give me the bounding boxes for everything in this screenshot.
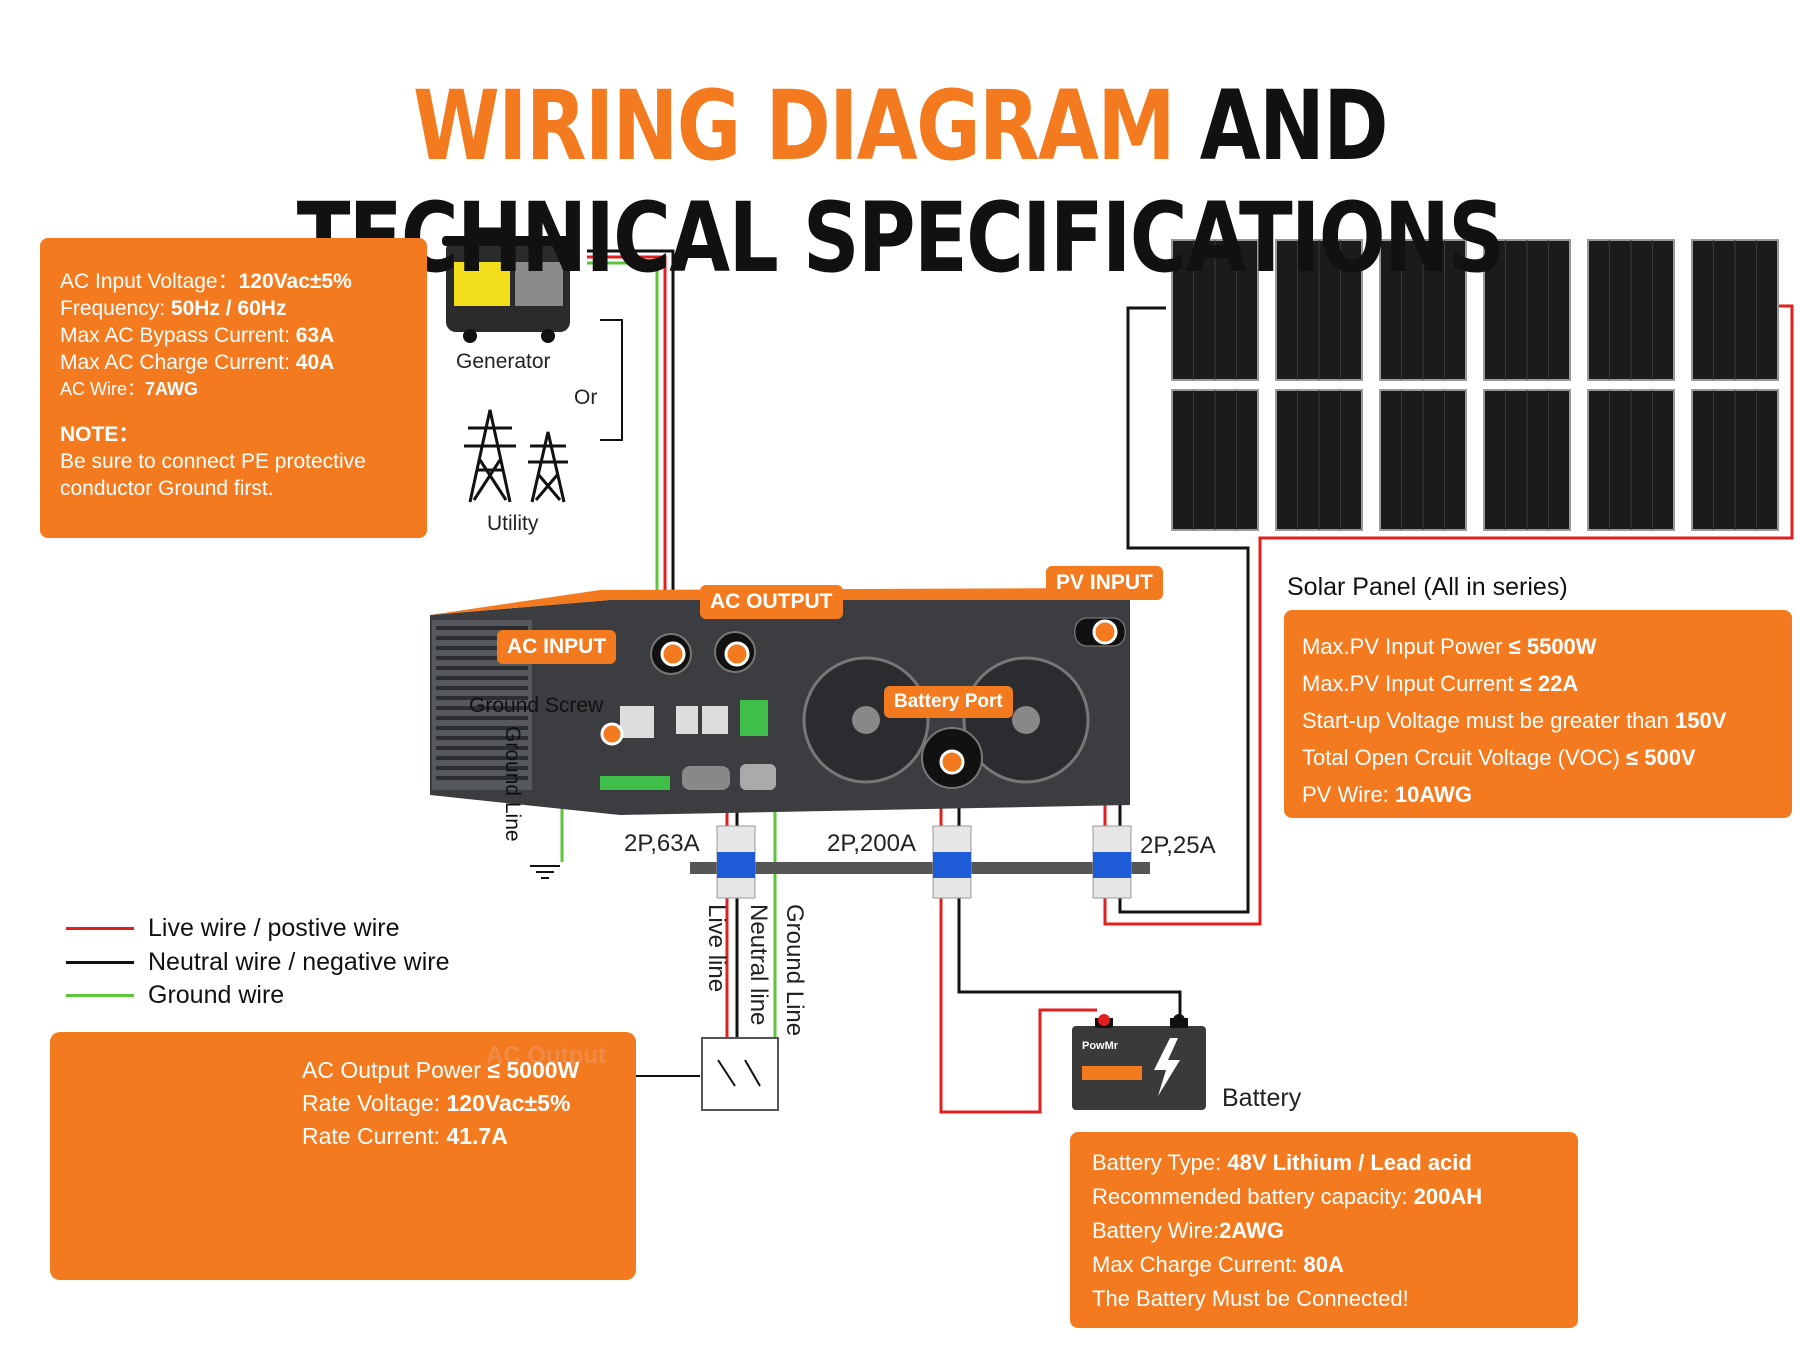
battery-label: Battery (1222, 1084, 1302, 1112)
live-line-label: Live line (703, 904, 730, 993)
note-title: NOTE： (60, 423, 140, 446)
battery-brand: PowMr (1082, 1040, 1119, 1052)
generator-label: Generator (456, 350, 551, 373)
battery-port-tag: Battery Port (884, 686, 1013, 718)
inverter-grill (436, 626, 528, 780)
legend-live: Live wire / postive wire (66, 912, 399, 944)
ac-output-spec-box: AC Output AC Output Power ≤ 5000W Rate V… (50, 1032, 636, 1280)
ac-input-spec-box: AC Input Voltage：120Vac±5% Frequency: 50… (40, 238, 427, 538)
or-label: Or (574, 386, 598, 409)
legend-live-swatch (66, 926, 134, 930)
solar-title: Solar Panel (All in series) (1287, 573, 1568, 601)
breaker-battery (932, 825, 972, 899)
title-rest: AND TECHNICAL SPECIFICATIONS (296, 70, 1505, 294)
ac-output-tag: AC OUTPUT (700, 585, 843, 619)
ground-line-label: Ground Line (781, 904, 808, 1037)
ground-screw-label: Ground Screw (469, 694, 604, 717)
legend-neutral-swatch (66, 960, 134, 964)
pv-spec-box: Max.PV Input Power ≤ 5500W Max.PV Input … (1284, 610, 1792, 818)
breaker-pv-label: 2P,25A (1140, 832, 1216, 859)
generator-icon (442, 236, 574, 343)
breaker-battery-label: 2P,200A (827, 830, 916, 857)
ac-input-tag: AC INPUT (497, 630, 617, 664)
utility-tower-icon (464, 409, 568, 503)
ac-input-wires (587, 249, 675, 654)
utility-label: Utility (487, 512, 539, 535)
neutral-line-label: Neutral line (745, 904, 772, 1026)
battery-icon (1072, 1014, 1206, 1110)
page-title: WIRING DIAGRAM AND TECHNICAL SPECIFICATI… (162, 70, 1638, 294)
ac-output-watermark: AC Output (486, 1042, 606, 1069)
battery-spec-box: Battery Type: 48V Lithium / Lead acid Re… (1070, 1132, 1578, 1328)
ground-line-label-left: Ground Line (501, 726, 524, 842)
connection-dots (600, 619, 1118, 775)
breaker-ac-label: 2P,63A (624, 830, 700, 857)
breaker-pv (1092, 825, 1132, 899)
pv-input-tag: PV INPUT (1046, 566, 1163, 600)
legend-ground: Ground wire (66, 979, 284, 1011)
breaker-ac (716, 825, 756, 899)
pv-wires (1103, 304, 1794, 926)
solar-panel-array (1171, 239, 1779, 531)
legend-neutral: Neutral wire / negative wire (66, 946, 450, 978)
din-rail (690, 862, 1150, 874)
ac-output-switch (603, 1037, 779, 1111)
title-highlight: WIRING DIAGRAM (412, 70, 1176, 182)
legend-ground-swatch (66, 993, 134, 997)
